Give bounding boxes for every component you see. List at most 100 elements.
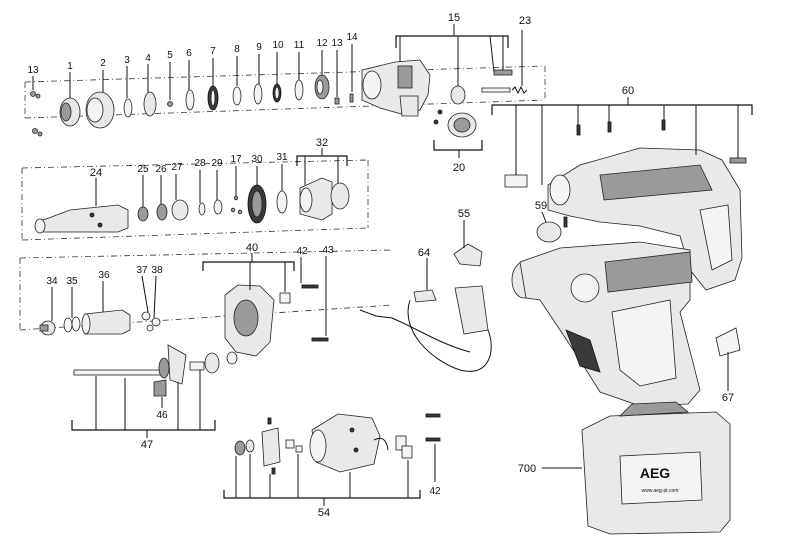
part-34-bit bbox=[39, 320, 56, 336]
label-43: 43 bbox=[322, 245, 334, 256]
bracket-32 bbox=[296, 148, 348, 185]
label-28: 28 bbox=[194, 158, 206, 169]
part-36-cylinder bbox=[81, 309, 131, 335]
label-5: 5 bbox=[167, 50, 173, 61]
bracket-15 bbox=[395, 24, 523, 86]
part-2-sleeve bbox=[85, 91, 115, 129]
label-34: 34 bbox=[46, 276, 58, 287]
part-37-38-pins bbox=[141, 311, 161, 332]
bracket-60 bbox=[491, 97, 753, 185]
label-32: 32 bbox=[316, 137, 328, 149]
bracket-54 bbox=[223, 454, 421, 506]
label-29: 29 bbox=[211, 158, 223, 169]
label-6: 6 bbox=[186, 48, 192, 59]
label-27: 27 bbox=[171, 162, 183, 173]
label-23: 23 bbox=[519, 15, 531, 27]
label-35: 35 bbox=[66, 276, 78, 287]
label-700: 700 bbox=[518, 463, 536, 475]
part-13-pin bbox=[334, 97, 340, 105]
part-64-switch-wiring bbox=[359, 285, 492, 372]
leader-lines bbox=[32, 44, 729, 482]
part-32-gear-assembly bbox=[299, 177, 350, 221]
assembly-band-middle bbox=[21, 159, 369, 241]
callout-labels: 13 1 2 3 4 5 6 7 8 9 10 11 12 13 14 15 2… bbox=[27, 12, 734, 519]
part-10-oring bbox=[272, 83, 282, 103]
label-15: 15 bbox=[448, 12, 460, 24]
part-31-ring bbox=[276, 190, 288, 214]
label-12: 12 bbox=[316, 38, 328, 49]
part-3-ring bbox=[123, 98, 133, 118]
bracket-40 bbox=[202, 253, 295, 292]
label-60: 60 bbox=[622, 85, 634, 97]
label-36: 36 bbox=[98, 270, 110, 281]
label-17: 17 bbox=[230, 154, 242, 165]
part-46-clip bbox=[153, 379, 167, 397]
label-59: 59 bbox=[535, 200, 547, 212]
label-42a: 42 bbox=[296, 246, 308, 257]
part-main-drill-body bbox=[511, 241, 701, 407]
part-17-balls bbox=[230, 195, 243, 215]
bracket-20 bbox=[433, 140, 483, 158]
label-46: 46 bbox=[156, 410, 168, 421]
label-54: 54 bbox=[318, 507, 330, 519]
label-7: 7 bbox=[210, 46, 216, 57]
part-47-shaft bbox=[73, 344, 238, 385]
part-13-screws-left bbox=[30, 91, 43, 137]
part-9-ring bbox=[253, 83, 263, 105]
label-47: 47 bbox=[141, 439, 153, 451]
label-2: 2 bbox=[100, 58, 106, 69]
label-67: 67 bbox=[722, 392, 734, 404]
part-35-washers bbox=[63, 316, 81, 333]
part-27-clutch bbox=[171, 199, 189, 221]
part-43-screw bbox=[311, 337, 329, 342]
label-11: 11 bbox=[294, 40, 305, 51]
part-15-cylinder bbox=[450, 85, 466, 105]
part-28-ring bbox=[198, 202, 206, 216]
label-9: 9 bbox=[256, 42, 262, 53]
part-12-bearing bbox=[314, 74, 330, 100]
label-55: 55 bbox=[458, 208, 470, 220]
part-6-ring bbox=[185, 89, 195, 111]
part-15-housing bbox=[361, 59, 431, 117]
part-25-bearing bbox=[137, 206, 149, 222]
label-31: 31 bbox=[276, 152, 288, 163]
part-5-ball bbox=[167, 101, 173, 107]
part-30-gear-wheel bbox=[247, 184, 267, 224]
label-64: 64 bbox=[418, 247, 430, 259]
part-4-washer bbox=[143, 91, 157, 117]
part-20-cap bbox=[433, 109, 477, 138]
part-42-screws-motor bbox=[425, 413, 441, 442]
label-1: 1 bbox=[67, 61, 73, 72]
case-url-text: www.aeg-pt.com bbox=[642, 488, 679, 494]
label-26: 26 bbox=[155, 164, 167, 175]
label-42b: 42 bbox=[429, 486, 441, 497]
part-11-ring bbox=[294, 79, 304, 101]
label-25: 25 bbox=[137, 164, 149, 175]
part-700-case: AEG www.aeg-pt.com bbox=[581, 401, 731, 535]
label-14: 14 bbox=[346, 32, 358, 43]
label-38: 38 bbox=[151, 265, 163, 276]
label-8: 8 bbox=[234, 44, 240, 55]
label-40: 40 bbox=[246, 242, 258, 254]
part-26-gear bbox=[156, 203, 168, 221]
part-55-switch-lever bbox=[453, 243, 483, 267]
label-13a: 13 bbox=[27, 65, 39, 76]
part-67-label bbox=[715, 327, 741, 357]
label-30: 30 bbox=[251, 154, 263, 165]
part-14-pin bbox=[349, 93, 354, 103]
label-37: 37 bbox=[136, 265, 148, 276]
part-8-ring bbox=[232, 86, 242, 106]
part-59-housing-cap bbox=[536, 221, 562, 243]
case-brand-logo: AEG bbox=[640, 465, 670, 481]
part-24-spindle bbox=[34, 204, 129, 234]
part-29-ring bbox=[213, 199, 223, 215]
label-20: 20 bbox=[453, 162, 465, 174]
label-3: 3 bbox=[124, 55, 130, 66]
label-24: 24 bbox=[90, 167, 102, 179]
part-54-motor-assembly bbox=[234, 413, 413, 475]
label-10: 10 bbox=[272, 40, 284, 51]
part-60-housing-right bbox=[504, 147, 747, 291]
label-4: 4 bbox=[145, 53, 151, 64]
label-13b: 13 bbox=[331, 38, 343, 49]
